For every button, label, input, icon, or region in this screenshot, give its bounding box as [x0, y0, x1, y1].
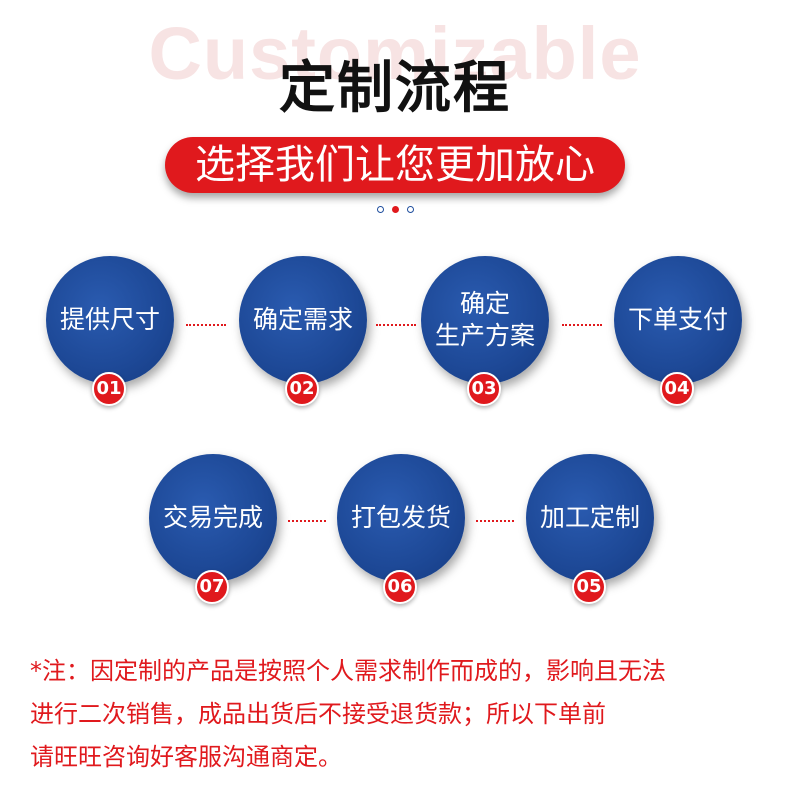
- connector-dots: [476, 520, 514, 522]
- step-2: 确定需求 02: [239, 256, 367, 406]
- pager-dots: [0, 206, 790, 213]
- page-title: 定制流程: [279, 56, 511, 121]
- step-number-badge: 06: [383, 570, 417, 604]
- step-3: 确定 生产方案 03: [421, 256, 549, 406]
- step-5: 加工定制 05: [526, 454, 654, 604]
- step-circle: 确定需求: [239, 256, 367, 384]
- notice-line: 进行二次销售，成品出货后不接受退货款；所以下单前: [30, 700, 606, 728]
- step-number-badge: 07: [195, 570, 229, 604]
- step-label: 提供尺寸: [59, 305, 160, 334]
- step-label: 下单支付: [627, 305, 728, 334]
- watermark-text: Customizable: [148, 12, 642, 95]
- step-4: 下单支付 04: [614, 256, 742, 406]
- subtitle: 选择我们让您更加放心: [165, 137, 625, 193]
- connector-dots: [186, 324, 226, 326]
- step-7: 交易完成 07: [149, 454, 277, 604]
- step-1: 提供尺寸 01: [46, 256, 174, 406]
- step-label: 确定 生产方案: [434, 289, 535, 350]
- step-label: 确定需求: [252, 305, 353, 334]
- notice-text: *注：因定制的产品是按照个人需求制作而成的，影响且无法 进行二次销售，成品出货后…: [30, 650, 775, 779]
- step-circle: 打包发货: [337, 454, 465, 582]
- connector-dots: [562, 324, 602, 326]
- connector-dots: [288, 520, 326, 522]
- connector-dots: [376, 324, 416, 326]
- pager-dot: [376, 206, 384, 213]
- step-circle: 加工定制: [526, 454, 654, 582]
- pager-dot-active: [391, 206, 399, 213]
- step-number-badge: 04: [660, 372, 694, 406]
- step-6: 打包发货 06: [337, 454, 465, 604]
- step-circle: 确定 生产方案: [421, 256, 549, 384]
- notice-line: *注：因定制的产品是按照个人需求制作而成的，影响且无法: [30, 657, 666, 685]
- step-number-badge: 03: [467, 372, 501, 406]
- step-label: 加工定制: [539, 503, 640, 532]
- step-label: 交易完成: [162, 503, 263, 532]
- step-number-badge: 05: [572, 570, 606, 604]
- step-circle: 下单支付: [614, 256, 742, 384]
- step-number-badge: 02: [285, 372, 319, 406]
- step-label: 打包发货: [350, 503, 451, 532]
- subtitle-banner: 选择我们让您更加放心: [0, 137, 790, 193]
- step-circle: 交易完成: [149, 454, 277, 582]
- step-circle: 提供尺寸: [46, 256, 174, 384]
- notice-line: 请旺旺咨询好客服沟通商定。: [30, 743, 342, 771]
- pager-dot: [406, 206, 414, 213]
- step-number-badge: 01: [92, 372, 126, 406]
